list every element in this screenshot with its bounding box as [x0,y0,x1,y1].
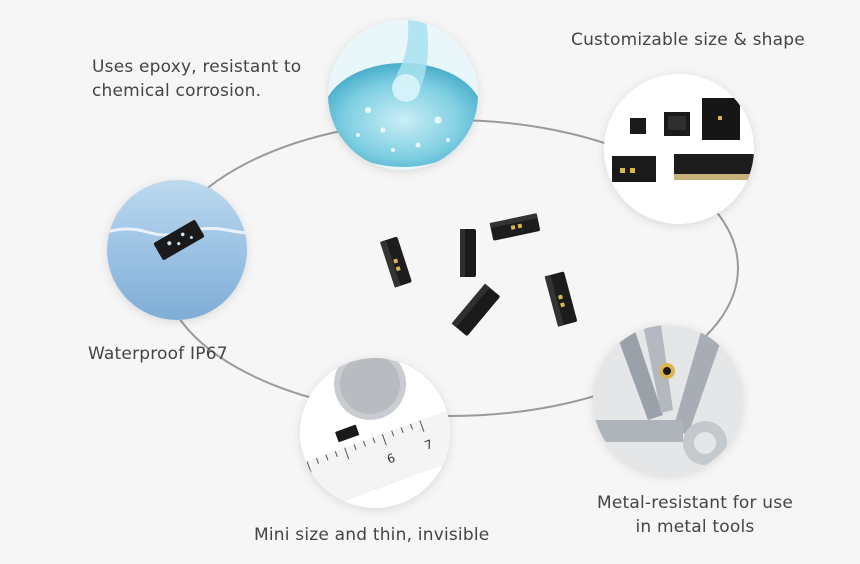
feature-label-line: Metal-resistant for use [597,493,793,513]
feature-label-custom: Customizable size & shape [571,28,805,52]
feature-label-mini: Mini size and thin, invisible [254,523,489,547]
tag-3 [489,213,540,241]
tag-1 [380,236,412,288]
gel-drop-image [328,20,478,170]
feature-label-line: Waterproof IP67 [88,344,228,364]
ruler-label-6: 6 [385,451,397,467]
tag-shapes-image [604,74,754,224]
feature-label-metal: Metal-resistant for use in metal tools [590,491,800,539]
feature-label-line: Uses epoxy, resistant to [92,57,302,77]
tag-5 [544,271,577,327]
tag-2 [460,229,476,277]
tag-4 [451,283,500,336]
feature-label-line: chemical corrosion. [92,81,262,101]
feature-label-epoxy: Uses epoxy, resistant to chemical corros… [92,55,301,103]
water-splash-image [107,180,247,320]
metal-tools-image [593,325,743,475]
coin-ruler-image: 5 6 7 [300,358,450,508]
feature-label-line: Mini size and thin, invisible [254,525,490,545]
ruler-label-7: 7 [423,437,435,453]
feature-label-line: in metal tools [635,517,755,537]
feature-label-waterproof: Waterproof IP67 [88,342,228,366]
feature-label-line: Customizable size & shape [571,30,805,50]
